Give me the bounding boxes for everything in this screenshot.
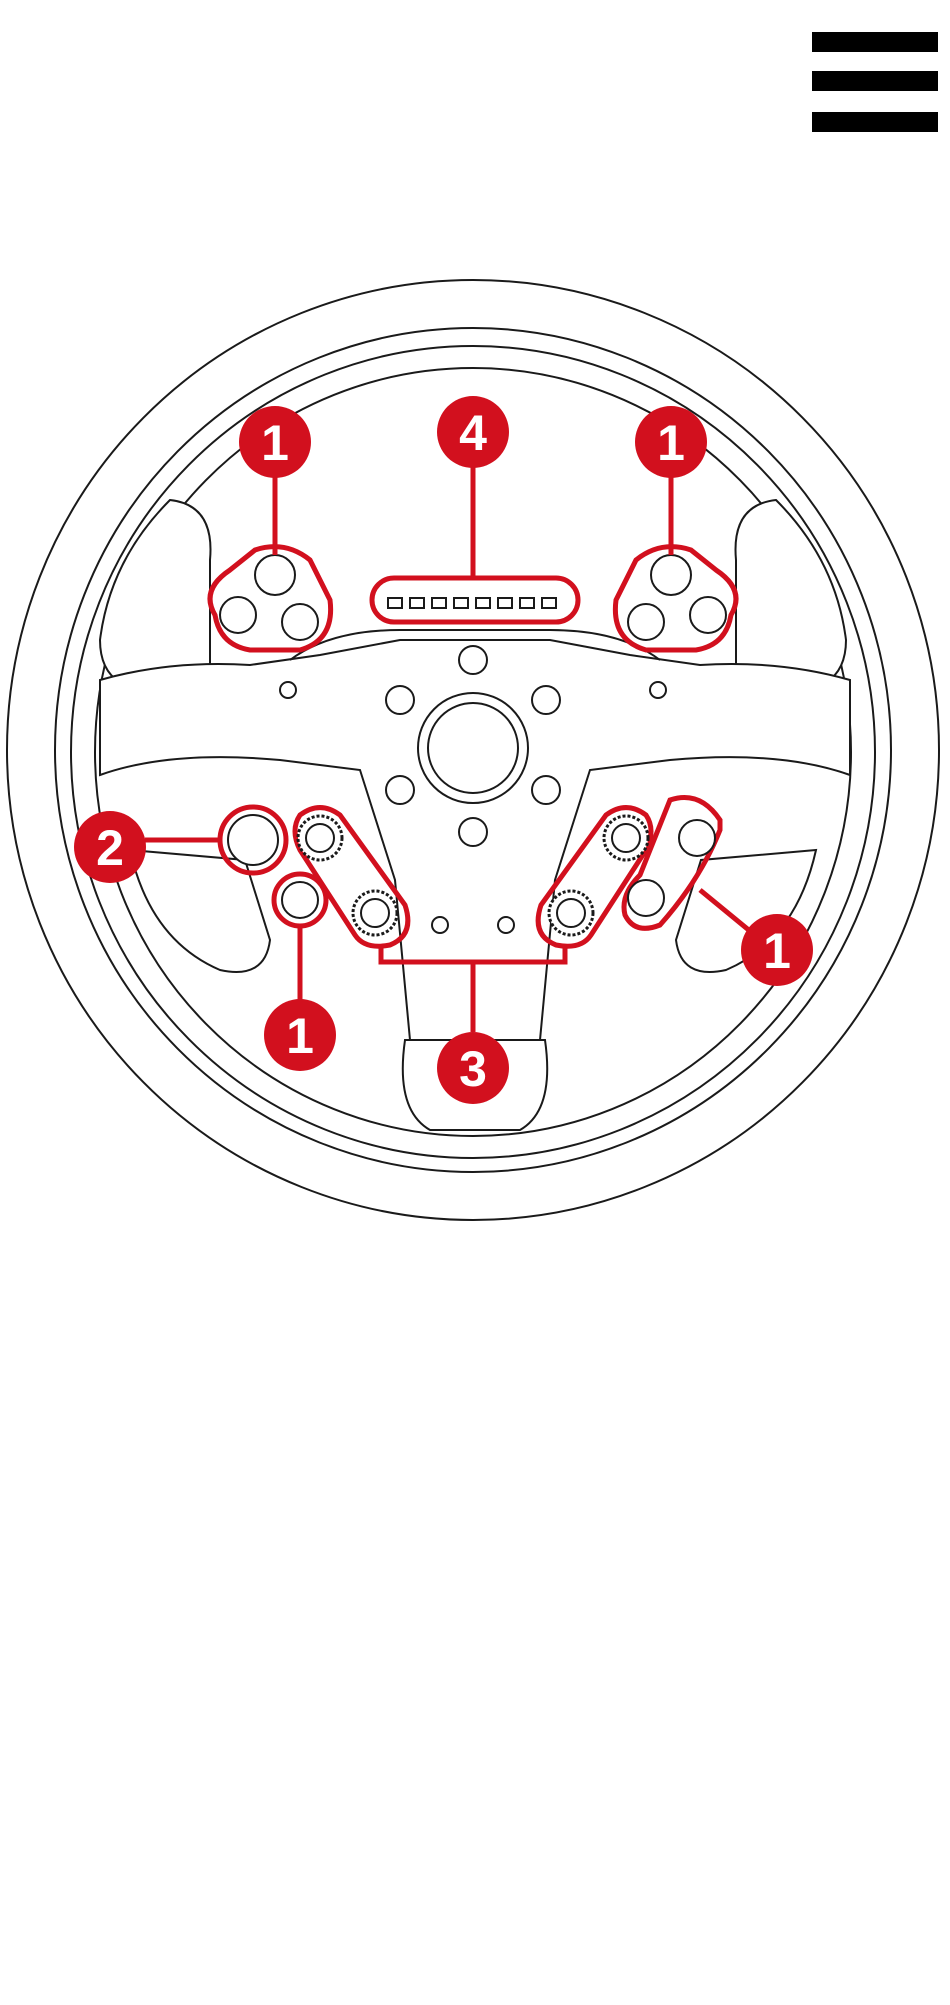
svg-text:1: 1 — [657, 415, 685, 471]
callout-top-left-buttons: 1 — [239, 406, 311, 478]
svg-text:4: 4 — [459, 405, 487, 461]
menu-icon-bar — [812, 71, 938, 91]
hamburger-menu-icon — [812, 32, 938, 52]
left-large-button — [220, 807, 286, 873]
top-left-button-cluster — [210, 547, 331, 650]
top-right-button-cluster — [615, 547, 736, 650]
callout-rotary-encoders: 3 — [437, 1032, 509, 1104]
callout-right-lower-buttons: 1 — [741, 914, 813, 986]
callout-left-large-button: 2 — [74, 811, 146, 883]
svg-text:1: 1 — [763, 923, 791, 979]
menu-icon-bar — [812, 112, 938, 132]
svg-text:1: 1 — [261, 415, 289, 471]
steering-wheel-diagram: 1 4 1 2 1 1 3 — [0, 270, 950, 1230]
svg-text:1: 1 — [286, 1008, 314, 1064]
callout-left-lower-button: 1 — [264, 999, 336, 1071]
svg-text:2: 2 — [96, 820, 124, 876]
callout-rev-lights: 4 — [437, 396, 509, 468]
svg-text:3: 3 — [459, 1041, 487, 1097]
rev-light-strip — [372, 578, 578, 622]
callout-top-right-buttons: 1 — [635, 406, 707, 478]
menu-button[interactable] — [812, 30, 938, 134]
